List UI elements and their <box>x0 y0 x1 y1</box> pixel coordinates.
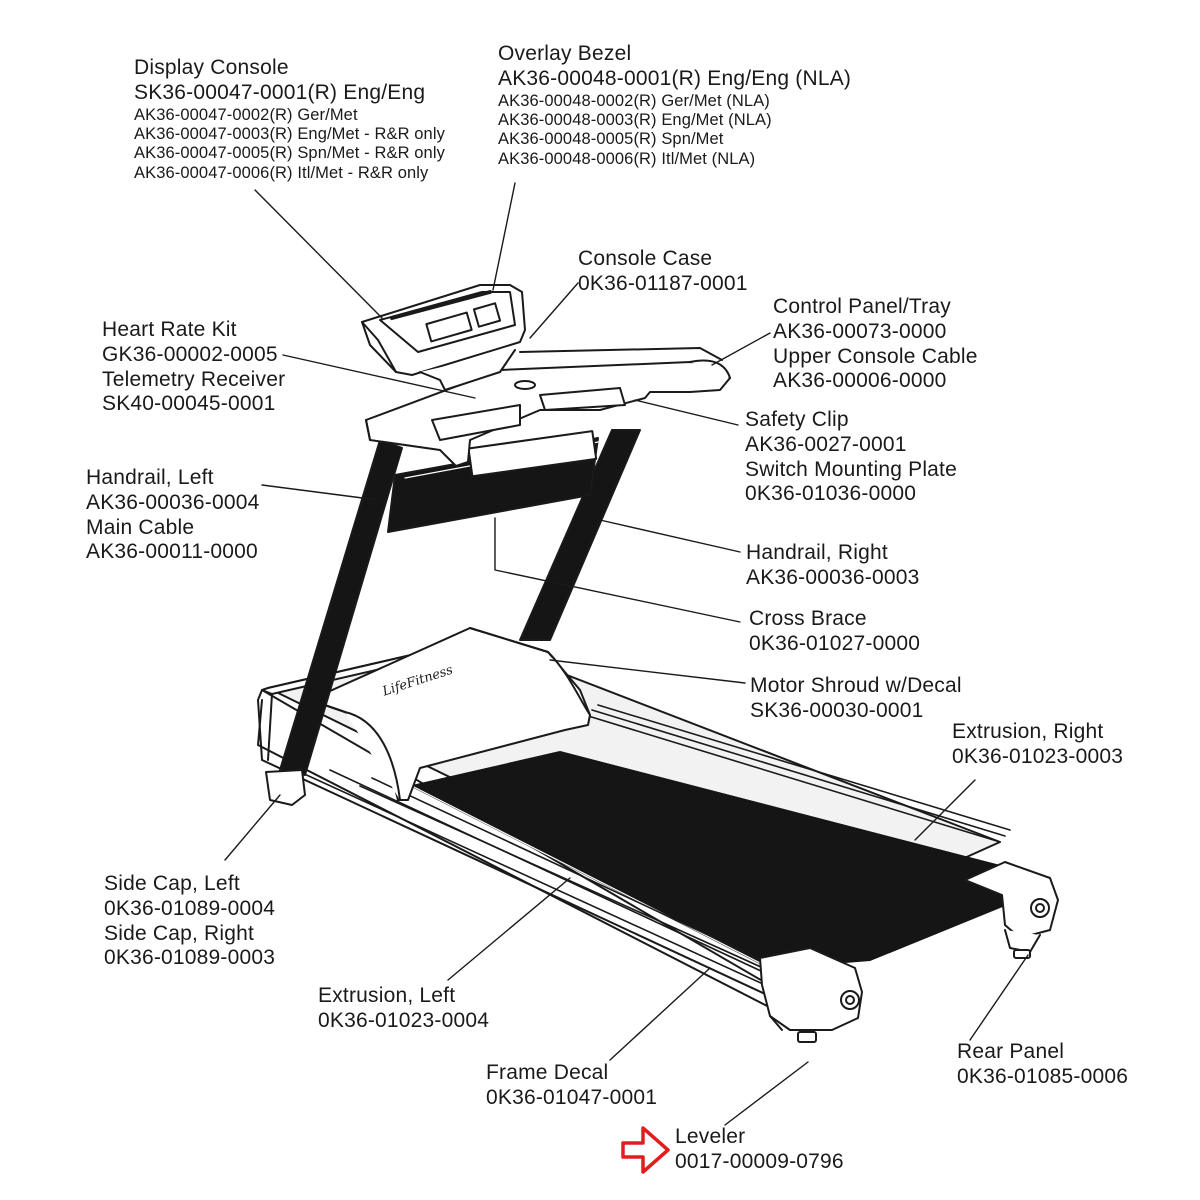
motor-shroud <box>309 627 591 801</box>
console-case-name: Console Case <box>578 247 713 270</box>
label-rear-panel: Rear Panel 0K36-01085-0006 <box>957 1040 1128 1090</box>
control-panel-tray <box>365 347 731 467</box>
leveler-pn: 0017-00009-0796 <box>675 1149 844 1173</box>
display-console-pn-3: AK36-00047-0003(R) Eng/Met - R&R only <box>134 125 445 143</box>
label-control-panel: Control Panel/Tray AK36-00073-0000 Upper… <box>773 295 978 394</box>
leveler-feet <box>797 949 1031 1043</box>
label-handrail-left: Handrail, Left AK36-00036-0004 Main Cabl… <box>86 466 259 565</box>
label-cross-brace: Cross Brace 0K36-01027-0000 <box>749 607 920 657</box>
motor-shroud-pn: SK36-00030-0001 <box>750 698 924 722</box>
display-console-pn-1: SK36-00047-0001(R) Eng/Eng <box>134 80 426 104</box>
overlay-bezel-pn-2: AK36-00048-0002(R) Ger/Met (NLA) <box>498 91 770 110</box>
frame-decal-name: Frame Decal <box>486 1061 609 1084</box>
motor-shroud-name: Motor Shroud w/Decal <box>750 674 962 697</box>
handrail-left-name: Handrail, Left <box>86 466 214 489</box>
main-cable-name: Main Cable <box>86 515 195 539</box>
overlay-bezel-pn-5: AK36-00048-0006(R) Itl/Met (NLA) <box>498 149 756 168</box>
display-console-pn-5: AK36-00047-0006(R) Itl/Met - R&R only <box>134 163 429 182</box>
rear-panel-name: Rear Panel <box>957 1040 1065 1063</box>
extrusion-right-rails <box>584 704 1011 843</box>
safety-clip-name: Safety Clip <box>745 408 849 431</box>
handrail-left-pn: AK36-00036-0004 <box>86 490 260 514</box>
upper-console-cable-name: Upper Console Cable <box>773 344 978 368</box>
label-heart-rate-kit: Heart Rate Kit GK36-00002-0005 Telemetry… <box>102 318 285 417</box>
console-case-pn: 0K36-01187-0001 <box>578 271 748 295</box>
extrusion-left-pn: 0K36-01023-0004 <box>318 1008 490 1032</box>
label-overlay-bezel: Overlay Bezel AK36-00048-0001(R) Eng/Eng… <box>498 42 851 169</box>
display-console-name: Display Console <box>134 56 289 79</box>
label-extrusion-right: Extrusion, Right 0K36-01023-0003 <box>952 720 1123 770</box>
safety-clip-pn: AK36-0027-0001 <box>745 432 907 456</box>
extrusion-right-name: Extrusion, Right <box>952 720 1104 743</box>
heart-rate-kit-pn: GK36-00002-0005 <box>102 342 278 366</box>
leader-lines <box>224 182 1029 1126</box>
extrusion-left-rails <box>299 769 777 991</box>
side-cap-left <box>265 769 306 806</box>
main-cable-pn: AK36-00011-0000 <box>86 540 258 564</box>
side-cap-left-pn: 0K36-01089-0004 <box>104 896 276 920</box>
label-motor-shroud: Motor Shroud w/Decal SK36-00030-0001 <box>750 674 962 724</box>
extrusion-right-pn: 0K36-01023-0003 <box>952 744 1124 768</box>
label-frame-decal: Frame Decal 0K36-01047-0001 <box>486 1061 657 1111</box>
side-cap-left-name: Side Cap, Left <box>104 872 240 895</box>
display-console <box>361 284 526 391</box>
extrusion-left-name: Extrusion, Left <box>318 984 456 1007</box>
overlay-bezel-name: Overlay Bezel <box>498 42 632 65</box>
highlight-arrow-icon <box>621 1126 670 1174</box>
handrail-right-name: Handrail, Right <box>746 541 888 564</box>
label-handrail-right: Handrail, Right AK36-00036-0003 <box>746 541 919 591</box>
label-display-console: Display Console SK36-00047-0001(R) Eng/E… <box>134 56 445 183</box>
rear-panel-pn: 0K36-01085-0006 <box>957 1064 1129 1088</box>
switch-mounting-plate-pn: 0K36-01036-0000 <box>745 482 917 506</box>
rear-end-caps <box>759 861 1059 1031</box>
cross-brace-pn: 0K36-01027-0000 <box>749 631 921 655</box>
heart-rate-kit-name: Heart Rate Kit <box>102 318 237 341</box>
upper-console-cable-pn: AK36-00006-0000 <box>773 369 947 393</box>
handrails <box>279 429 641 776</box>
overlay-bezel-pn-4: AK36-00048-0005(R) Spn/Met <box>498 130 724 149</box>
display-console-pn-2: AK36-00047-0002(R) Ger/Met <box>134 105 358 124</box>
telemetry-receiver-pn: SK40-00045-0001 <box>102 392 276 416</box>
side-cap-right-name: Side Cap, Right <box>104 921 255 945</box>
control-panel-name: Control Panel/Tray <box>773 295 951 318</box>
leveler-name: Leveler <box>675 1125 746 1148</box>
frame-decal-pn: 0K36-01047-0001 <box>486 1085 658 1109</box>
display-console-pn-4: AK36-00047-0005(R) Spn/Met - R&R only <box>134 144 445 163</box>
label-leveler: Leveler 0017-00009-0796 <box>675 1125 844 1175</box>
label-side-caps: Side Cap, Left 0K36-01089-0004 Side Cap,… <box>104 872 275 971</box>
overlay-bezel-pn-1: AK36-00048-0001(R) Eng/Eng (NLA) <box>498 66 852 90</box>
cross-brace-name: Cross Brace <box>749 607 867 630</box>
switch-mounting-plate-name: Switch Mounting Plate <box>745 457 957 481</box>
label-extrusion-left: Extrusion, Left 0K36-01023-0004 <box>318 984 489 1034</box>
handrail-right-pn: AK36-00036-0003 <box>746 565 920 589</box>
side-cap-right-pn: 0K36-01089-0003 <box>104 946 276 970</box>
overlay-bezel-pn-3: AK36-00048-0003(R) Eng/Met (NLA) <box>498 111 772 129</box>
telemetry-receiver-name: Telemetry Receiver <box>102 367 286 391</box>
label-console-case: Console Case 0K36-01187-0001 <box>578 247 748 297</box>
control-panel-pn: AK36-00073-0000 <box>773 319 947 343</box>
label-safety-clip: Safety Clip AK36-0027-0001 Switch Mounti… <box>745 408 957 507</box>
